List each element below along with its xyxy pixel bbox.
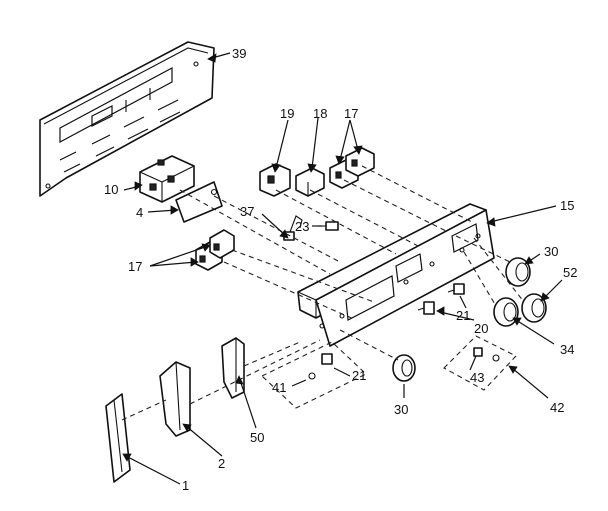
switch-17-top [329, 147, 375, 189]
callout-21-bottom: 21 [352, 368, 366, 383]
bracket-50 [221, 337, 245, 399]
callout-52: 52 [563, 265, 577, 280]
kit-box-42-43 [443, 335, 517, 391]
callout-17-left: 17 [128, 259, 142, 274]
callout-21-right: 21 [456, 308, 470, 323]
end-cap-1 [105, 393, 131, 483]
knob-34 [493, 297, 519, 327]
knob-30-right [505, 257, 531, 287]
rear-panel-39 [39, 41, 215, 197]
callout-39: 39 [232, 46, 246, 61]
end-trim-2 [159, 361, 191, 437]
connector-21-right [447, 283, 465, 295]
callout-43: 43 [470, 370, 484, 385]
projection-lines [121, 165, 525, 421]
callout-18: 18 [313, 106, 327, 121]
callout-17-top: 17 [344, 106, 358, 121]
callout-34: 34 [560, 342, 574, 357]
callout-50: 50 [250, 430, 264, 445]
leader-lines [122, 52, 563, 485]
callout-4: 4 [136, 205, 143, 220]
switch-18 [295, 167, 325, 197]
knob-52 [521, 293, 547, 323]
callout-20: 20 [474, 321, 488, 336]
callout-30-bottom: 30 [394, 402, 408, 417]
callout-19: 19 [280, 106, 294, 121]
callout-42: 42 [550, 400, 564, 415]
callout-41: 41 [272, 380, 286, 395]
callout-1: 1 [182, 478, 189, 493]
kit-box-41-21 [261, 341, 367, 409]
callout-23: 23 [295, 219, 309, 234]
switch-17-left [195, 229, 235, 271]
callout-10: 10 [104, 182, 118, 197]
callout-labels: 39 10 4 19 18 17 15 37 23 17 30 52 21 20… [104, 46, 577, 493]
control-panel-15 [297, 203, 495, 347]
bracket-plate-4 [175, 181, 223, 223]
switch-19 [259, 163, 291, 197]
knob-30-bottom [392, 354, 416, 382]
callout-30-right: 30 [544, 244, 558, 259]
callout-37: 37 [240, 204, 254, 219]
callout-2: 2 [218, 456, 225, 471]
clip-20 [417, 301, 435, 315]
callout-15: 15 [560, 198, 574, 213]
